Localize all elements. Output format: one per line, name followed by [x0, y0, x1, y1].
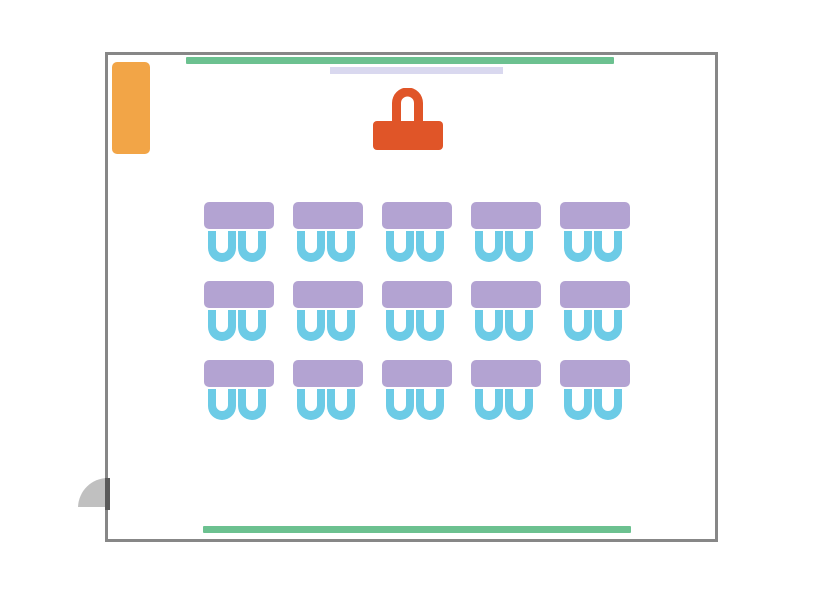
student-desk [204, 202, 274, 229]
door-swing-icon [78, 478, 110, 510]
student-chair-icon [416, 231, 444, 262]
student-chair-icon [564, 231, 592, 262]
student-chair-icon [594, 310, 622, 341]
student-chair-icon [327, 389, 355, 420]
storage-cabinet [112, 62, 150, 154]
student-chair-icon [505, 231, 533, 262]
student-chair-icon [505, 389, 533, 420]
student-chair-icon [386, 231, 414, 262]
student-chair-icon [297, 389, 325, 420]
student-chair-icon [327, 310, 355, 341]
student-chair-icon [505, 310, 533, 341]
student-chair-icon [475, 231, 503, 262]
student-chair-icon [297, 310, 325, 341]
student-desk [471, 281, 541, 308]
student-chair-icon [297, 231, 325, 262]
student-chair-icon [208, 310, 236, 341]
student-chair-icon [327, 231, 355, 262]
student-chair-icon [238, 389, 266, 420]
student-desk [560, 281, 630, 308]
student-desk [382, 281, 452, 308]
student-desk [382, 202, 452, 229]
student-desk [471, 202, 541, 229]
classroom-walls [105, 52, 718, 542]
back-whiteboard [203, 526, 631, 533]
student-chair-icon [416, 310, 444, 341]
student-chair-icon [594, 231, 622, 262]
student-desk [560, 202, 630, 229]
student-desk [471, 360, 541, 387]
student-desk [382, 360, 452, 387]
student-chair-icon [386, 389, 414, 420]
student-chair-icon [594, 389, 622, 420]
student-desk [293, 360, 363, 387]
student-chair-icon [475, 389, 503, 420]
teacher-desk [373, 121, 443, 150]
student-chair-icon [208, 389, 236, 420]
projector-screen [330, 67, 503, 74]
student-chair-icon [386, 310, 414, 341]
student-desk [293, 202, 363, 229]
student-desk [204, 281, 274, 308]
student-chair-icon [416, 389, 444, 420]
student-chair-icon [475, 310, 503, 341]
student-chair-icon [564, 310, 592, 341]
student-desk [293, 281, 363, 308]
student-desk [204, 360, 274, 387]
front-whiteboard [186, 57, 614, 64]
student-chair-icon [238, 310, 266, 341]
student-chair-icon [208, 231, 236, 262]
student-chair-icon [238, 231, 266, 262]
teacher-chair-icon [392, 88, 423, 123]
student-desk [560, 360, 630, 387]
student-chair-icon [564, 389, 592, 420]
